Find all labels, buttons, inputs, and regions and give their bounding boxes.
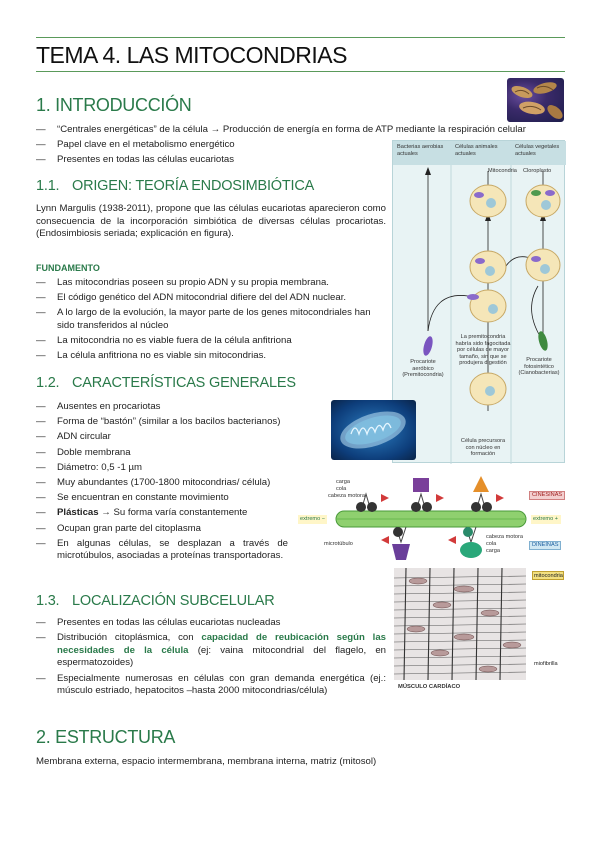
- section-1-2-heading: 1.2. CARACTERÍSTICAS GENERALES: [36, 375, 296, 391]
- endosymbiosis-figure: Bacterias aerobias actuales Células anim…: [392, 140, 566, 464]
- list-item: Presentes en todas las células eucariota…: [36, 154, 566, 167]
- mitocondria-tag: [532, 571, 564, 580]
- list-item: A lo largo de la evolución, la mayor par…: [36, 307, 386, 332]
- muscle-caption: MÚSCULO CARDÍACO: [398, 684, 461, 690]
- section-1-1-heading: 1.1. ORIGEN: TEORÍA ENDOSIMBIÓTICA: [36, 178, 314, 194]
- plasticas-rest: → Su forma varía constantemente: [98, 507, 248, 519]
- list-item: Presentes en todas las células eucariota…: [36, 617, 386, 630]
- prokaryote-photo-label: Procariote fotosintético (Cianobacterias…: [518, 357, 560, 377]
- cabeza-motora-2-label: cabeza motora: [486, 534, 524, 540]
- mitocondria-label: Mitocondria: [488, 168, 517, 174]
- title-rule: [36, 71, 565, 72]
- list-item: Forma de “bastón” (similar a los bacilos…: [36, 416, 326, 429]
- cola-label: cola: [336, 486, 347, 492]
- top-rule: [36, 37, 565, 38]
- col-bacteria-label: Bacterias aerobias actuales: [397, 144, 444, 157]
- section-number: 1.2.: [36, 375, 60, 391]
- plasticas-bold: Plásticas: [57, 507, 99, 519]
- mitocondria-tag-label: mitocondria: [534, 573, 563, 579]
- caracteristicas-list: Ausentes en procariotas Forma de “bastón…: [36, 401, 326, 565]
- cola-2-label: cola: [486, 541, 497, 547]
- list-item: Especialmente numerosas en células con g…: [36, 673, 386, 698]
- extremo-minus-label: extremo −: [298, 515, 328, 524]
- section-2-heading: 2. ESTRUCTURA: [36, 727, 176, 747]
- list-item: Las mitocondrias poseen su propio ADN y …: [36, 277, 386, 290]
- section-1-3-heading: 1.3. LOCALIZACIÓN SUBCELULAR: [36, 593, 275, 609]
- cloroplasto-label: Cloroplasto: [523, 168, 552, 174]
- section-number: 1.1.: [36, 178, 60, 194]
- dynein-label: DINEÍNAS: [529, 541, 562, 550]
- section-title: ORIGEN: TEORÍA ENDOSIMBIÓTICA: [72, 178, 315, 194]
- motor-proteins-figure: carga cola cabeza motora CINESINAS extre…: [296, 474, 566, 568]
- fundamento-list: Las mitocondrias poseen su propio ADN y …: [36, 277, 386, 366]
- list-item: Muy abundantes (1700-1800 mitocondrias/ …: [36, 477, 286, 490]
- list-item: ADN circular: [36, 431, 326, 444]
- fundamento-label: FUNDAMENTO: [36, 263, 100, 273]
- item2-part-a: Distribución citoplásmica, con: [57, 632, 202, 644]
- mitochondria-micrograph: [507, 78, 564, 122]
- list-item: Papel clave en el metabolismo energético: [36, 139, 566, 152]
- list-item: Ocupan gran parte del citoplasma: [36, 523, 326, 536]
- col-plant-label: Células vegetales actuales: [515, 144, 560, 157]
- miofibrilla-label: miofibrilla: [534, 661, 558, 667]
- page-title: TEMA 4. LAS MITOCONDRIAS: [36, 42, 347, 68]
- list-item: La célula anfitriona no es viable sin mi…: [36, 350, 386, 363]
- extremo-plus-label: extremo +: [531, 515, 561, 524]
- list-item: Ausentes en procariotas: [36, 401, 326, 414]
- estructura-text: Membrana externa, espacio intermembrana,…: [36, 756, 377, 767]
- localizacion-list: Presentes en todas las células eucariota…: [36, 617, 386, 700]
- mitochondria-3d-image: [331, 400, 416, 460]
- microtubulo-label: microtúbulo: [324, 541, 353, 547]
- list-item: Plásticas → Su forma varía constantement…: [36, 507, 326, 520]
- list-item: En algunas células, se desplazan a travé…: [36, 538, 288, 563]
- section-title: CARACTERÍSTICAS GENERALES: [72, 375, 296, 391]
- list-item: Diámetro: 0,5 -1 µm: [36, 462, 326, 475]
- list-item: Se encuentran en constante movimiento: [36, 492, 326, 505]
- carga-label: carga: [336, 479, 350, 485]
- section-1-heading: 1. INTRODUCCIÓN: [36, 95, 192, 115]
- section-title: LOCALIZACIÓN SUBCELULAR: [72, 593, 275, 609]
- premitocondria-label: La premitocondria habría sido fagocitada…: [455, 334, 511, 367]
- list-item: “Centrales energéticas” de la célula → P…: [36, 124, 566, 137]
- col-animal-label: Células animales actuales: [455, 144, 498, 157]
- section-number: 1.3.: [36, 593, 60, 609]
- list-item: La mitocondria no es viable fuera de la …: [36, 335, 386, 348]
- carga-2-label: carga: [486, 548, 500, 554]
- kinesin-label: CINESINAS: [529, 491, 566, 500]
- precursor-label: Célula precursora con núcleo en formació…: [460, 438, 506, 458]
- item2-part-c: (ej: vaina mitocondrial del flagelo, en …: [57, 644, 386, 669]
- cardiac-muscle-figure: mitocondria miofibrilla MÚSCULO CARDÍACO: [394, 568, 565, 694]
- intro-list: “Centrales energéticas” de la célula → P…: [36, 124, 566, 170]
- margulis-paragraph: Lynn Margulis (1938-2011), propone que l…: [36, 203, 386, 240]
- list-item: Distribución citoplásmica, con capacidad…: [36, 632, 386, 670]
- list-item: Doble membrana: [36, 447, 326, 460]
- figure-header: [393, 141, 566, 165]
- list-item: El código genético del ADN mitocondrial …: [36, 292, 386, 305]
- item2-highlight: capacidad de reubicación según las neces…: [57, 632, 386, 656]
- prokaryote-aerobic-label: Procariote aeróbico (Premitocondria): [402, 359, 444, 379]
- cabeza-motora-label: cabeza motora: [328, 493, 366, 499]
